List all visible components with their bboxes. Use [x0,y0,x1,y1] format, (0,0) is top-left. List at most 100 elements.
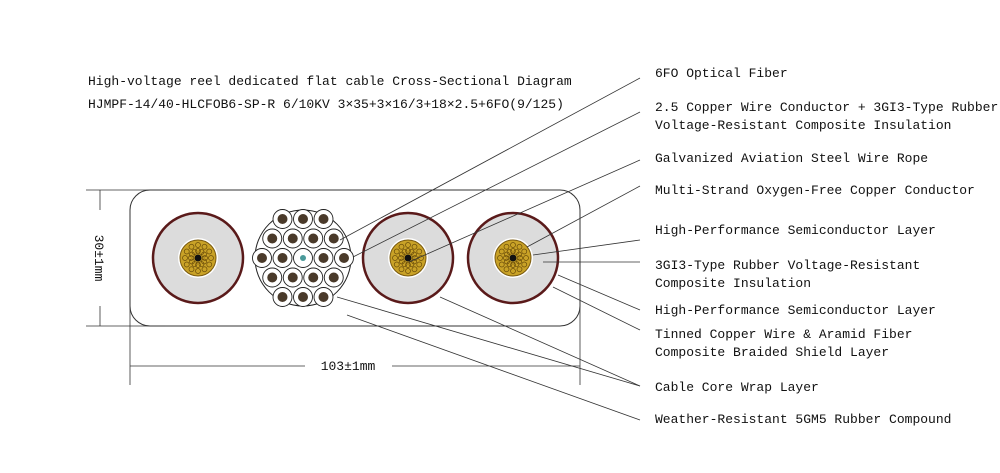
strand [398,243,405,250]
control-bundle [252,209,354,307]
strand [513,261,520,267]
callout-label: 6FO Optical Fiber [655,66,788,81]
width-label: 103±1mm [321,359,376,374]
height-label: 30±1mm [91,235,106,282]
strand [405,262,411,268]
leader-line [532,239,641,256]
strand [206,248,213,255]
strand [503,243,510,250]
strand [208,255,214,261]
strand [206,261,213,268]
strand [411,251,417,258]
strand [195,262,201,268]
leader-line [346,314,641,421]
strand [393,261,400,268]
strand [416,248,423,255]
strand [510,242,516,248]
leader-line [557,274,641,311]
strand [195,268,201,274]
strand [510,248,516,254]
strand [516,243,523,250]
strand [497,255,503,261]
strand [498,261,505,268]
strand [183,248,190,255]
strand [191,249,198,255]
strand [201,243,208,250]
outer-sheath [129,189,581,327]
strand [182,255,188,261]
control-wire [282,228,303,249]
strand [521,261,528,268]
control-wire [272,209,293,229]
steel-wire-rope [509,254,517,262]
leader-line [552,286,641,331]
strand [405,248,411,254]
callout-label: Weather-Resistant 5GM5 Rubber Compound [655,412,951,427]
control-wire [272,287,293,307]
power-core [466,211,560,305]
control-wire [323,228,344,249]
strand [183,261,190,268]
leader-line [526,185,641,248]
strand [195,242,201,248]
control-wire [313,287,334,307]
leader-line [408,159,641,263]
callout-label: Multi-Strand Oxygen-Free Copper Conducto… [655,183,975,198]
strand [398,255,404,261]
diagram-title: High-voltage reel dedicated flat cable C… [88,74,572,89]
strand [517,255,523,261]
leader-lines [336,77,641,421]
control-wire [303,267,324,288]
strand [202,255,208,261]
strand [503,255,509,261]
strand [516,251,522,258]
strand [411,266,418,273]
control-wire [313,209,334,229]
control-wire [252,248,272,268]
control-wire [323,267,344,288]
strand [521,248,528,255]
control-wire [282,267,303,288]
callout-label: 2.5 Copper Wire Conductor + 3GI3-Type Ru… [655,100,998,115]
strand [516,266,523,273]
control-wire [262,228,283,249]
strand [201,251,207,258]
strand [393,248,400,255]
callout-label: 3GI3-Type Rubber Voltage-Resistant [655,258,920,273]
callout-label: Composite Braided Shield Layer [655,345,889,360]
strand [411,243,418,250]
strand [408,261,415,267]
callout-label: Tinned Copper Wire & Aramid Fiber [655,327,912,342]
strand [188,255,194,261]
strand [188,266,195,273]
strand [188,243,195,250]
optical-fiber [293,248,313,268]
strand [401,249,408,255]
leader-line [352,111,641,258]
control-wire [334,248,354,268]
strand [195,248,201,254]
strand [504,258,510,265]
steel-wire-rope [194,254,202,262]
control-wire [262,267,283,288]
control-wire [272,248,293,268]
leader-line [439,296,641,387]
cores [151,211,560,305]
width-dimension: 103±1mm [129,300,581,385]
control-wire [293,209,313,229]
strand [189,258,195,265]
callout-labels: 6FO Optical Fiber 2.5 Copper Wire Conduct… [655,66,998,427]
cable-model: HJMPF-14/40-HLCFOB6-SP-R 6/10KV 3×35+3×1… [88,97,564,112]
strand [510,268,516,274]
height-dimension: 30±1mm [86,189,165,327]
strand [198,261,205,267]
strand [405,242,411,248]
strand [201,266,208,273]
strand [416,261,423,268]
strand [405,268,411,274]
steel-wire-rope [404,254,412,262]
control-wire [303,228,324,249]
control-wire [313,248,334,268]
power-core [151,211,245,305]
